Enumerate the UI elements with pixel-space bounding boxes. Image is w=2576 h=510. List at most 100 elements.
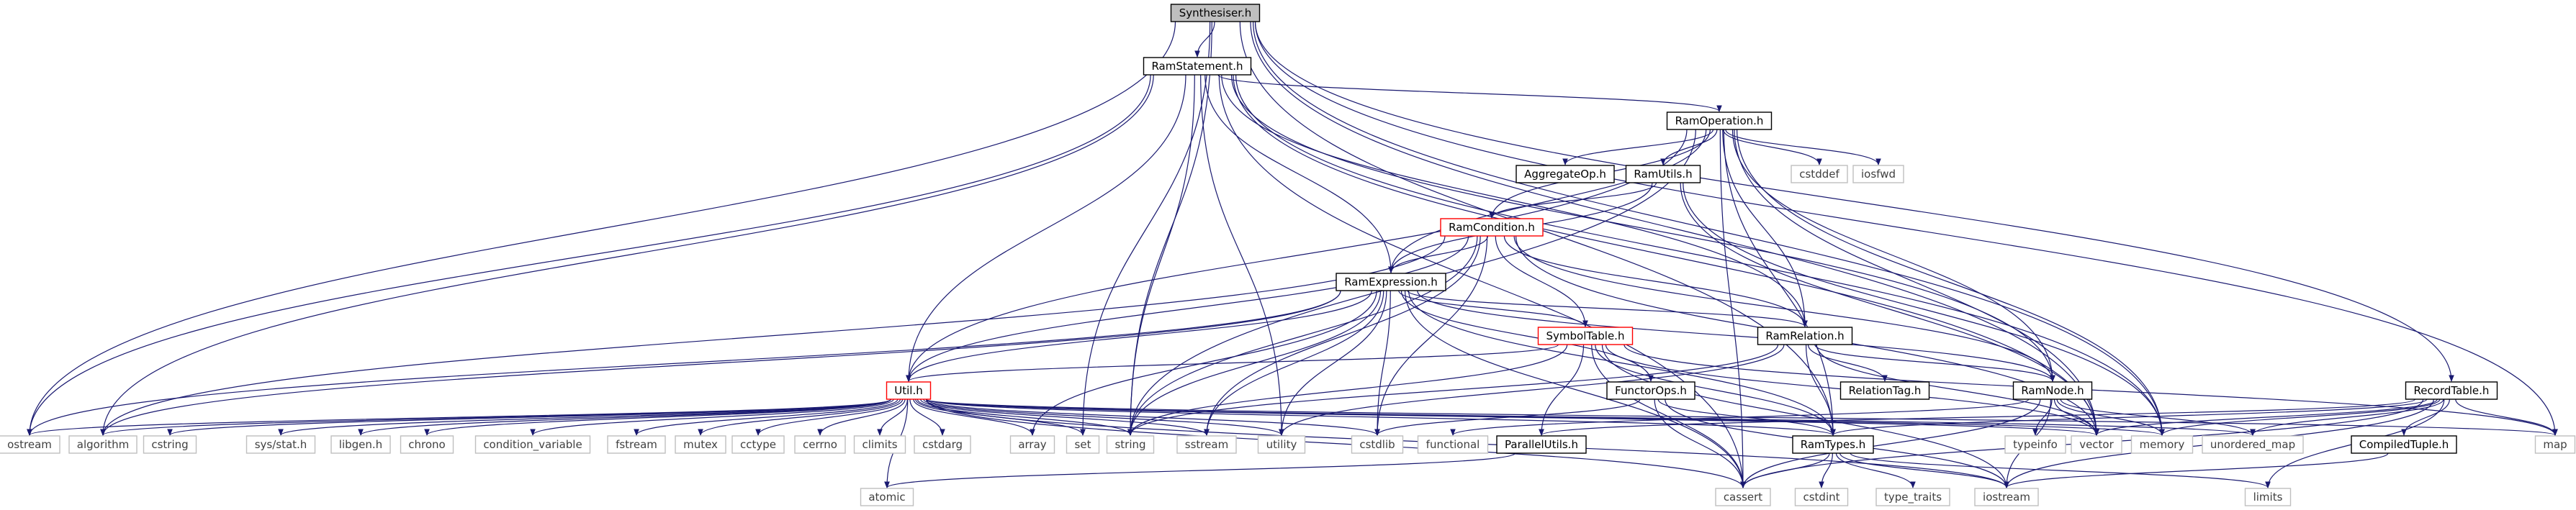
node-cctype: cctype: [731, 435, 785, 454]
node-sstream: sstream: [1176, 435, 1237, 454]
edge-util-to-climits: [877, 399, 908, 436]
edge-symboltable-to-iostream: [1601, 344, 2009, 488]
node-box: [1757, 327, 1853, 345]
node-synthesiser[interactable]: Synthesiser.h: [1170, 4, 1261, 22]
edge-util-to-cstring: [167, 399, 892, 436]
node-cstring: cstring: [143, 435, 197, 454]
node-array: array: [1009, 435, 1055, 454]
edge-ramexpression-to-ostream: [27, 290, 1341, 436]
node-label: RamStatement.h: [1151, 60, 1243, 73]
edge-synthesiser-to-map: [1254, 21, 2558, 436]
edge-ramcondition-to-algorithm: [100, 235, 1446, 436]
node-label: memory: [2140, 438, 2185, 451]
node-ramutils[interactable]: RamUtils.h: [1625, 165, 1701, 183]
node-box: [330, 435, 391, 454]
node-box: [1257, 435, 1306, 454]
node-recordtable[interactable]: RecordTable.h: [2405, 381, 2498, 400]
node-ramstatement[interactable]: RamStatement.h: [1143, 57, 1252, 76]
edge-ramstatement-to-cassert: [1218, 74, 1746, 488]
node-libgen: libgen.h: [330, 435, 391, 454]
node-ramcondition[interactable]: RamCondition.h: [1440, 218, 1544, 237]
node-label: RamExpression.h: [1344, 276, 1438, 288]
edge-ramstatement-to-ramexpression: [1204, 74, 1394, 273]
node-label: vector: [2079, 438, 2114, 451]
node-label: RamTypes.h: [1801, 438, 1865, 451]
node-box: [143, 435, 197, 454]
node-symboltable[interactable]: SymbolTable.h: [1537, 327, 1634, 345]
node-string: string: [1106, 435, 1155, 454]
edge-ramexpression-to-sstream: [1204, 290, 1384, 436]
node-label: atomic: [868, 491, 905, 504]
edge-util-to-cctype: [755, 399, 904, 436]
edge-util-to-string: [917, 399, 1133, 436]
node-ramtypes[interactable]: RamTypes.h: [1792, 435, 1874, 454]
node-label: string: [1114, 438, 1145, 451]
node-compiledtuple[interactable]: CompiledTuple.h: [2351, 435, 2457, 454]
edge-ramstatement-to-string: [1127, 74, 1195, 436]
node-condvar: condition_variable: [474, 435, 591, 454]
node-ramexpression[interactable]: RamExpression.h: [1336, 273, 1446, 291]
node-label: mutex: [683, 438, 718, 451]
node-box: [731, 435, 785, 454]
edge-ramoperation-to-ramtypes: [1723, 129, 1836, 436]
node-label: RamCondition.h: [1449, 221, 1535, 234]
edge-ramexpression-to-ramnode: [1417, 290, 2055, 382]
node-relationtag[interactable]: RelationTag.h: [1839, 381, 1930, 400]
edge-ramoperation-to-vector: [1734, 129, 2099, 436]
node-type_traits: type_traits: [1875, 488, 1950, 506]
node-label: map: [2543, 438, 2567, 451]
edge-ramnode-to-cassert: [1740, 399, 2041, 488]
node-label: RamUtils.h: [1634, 168, 1692, 181]
node-functorops[interactable]: FunctorOps.h: [1606, 381, 1695, 400]
node-label: iostream: [1983, 491, 2030, 504]
node-cstdint: cstdint: [1794, 488, 1849, 506]
node-label: fstream: [616, 438, 657, 451]
edge-ramexpression-to-ramrelation: [1407, 290, 1808, 327]
node-label: climits: [862, 438, 897, 451]
edge-ramtypes-to-cstdint: [1819, 452, 1833, 488]
node-box: [2202, 435, 2304, 454]
edge-ramstatement-to-ramoperation: [1217, 74, 1722, 112]
edge-ramoperation-to-ramnode: [1731, 129, 2055, 382]
node-ramrelation[interactable]: RamRelation.h: [1757, 327, 1853, 345]
edge-ramoperation-to-aggregateop: [1562, 129, 1714, 165]
node-box: [1792, 435, 1874, 454]
node-box: [1170, 4, 1261, 22]
node-label: array: [1018, 438, 1046, 451]
node-label: ostream: [7, 438, 52, 451]
edge-ramexpression-to-functorops: [1400, 290, 1654, 382]
node-cstddef: cstddef: [1791, 165, 1848, 183]
node-box: [675, 435, 726, 454]
edge-ramcondition-to-symboltable: [1495, 235, 1588, 327]
edge-synthesiser-to-vector: [1250, 21, 2099, 436]
edge-ramtypes-to-limits: [1850, 452, 2271, 488]
node-label: limits: [2253, 491, 2283, 504]
node-aggregateop[interactable]: AggregateOp.h: [1516, 165, 1615, 183]
node-label: cstdarg: [922, 438, 963, 451]
node-box: [1009, 435, 1055, 454]
edge-util-to-cstdarg: [909, 399, 945, 436]
node-typeinfo: typeinfo: [2004, 435, 2066, 454]
node-label: cerrno: [803, 438, 837, 451]
node-label: FunctorOps.h: [1615, 384, 1687, 397]
node-fstream: fstream: [607, 435, 666, 454]
nodes-layer: Synthesiser.hRamStatement.hRamOperation.…: [0, 4, 2576, 506]
node-box: [2534, 435, 2576, 454]
node-util[interactable]: Util.h: [886, 381, 932, 400]
node-paralleleutils[interactable]: ParallelUtils.h: [1496, 435, 1587, 454]
edge-ramrelation-to-relationtag: [1807, 344, 1888, 382]
edge-ramcondition-to-cstdlib: [1374, 235, 1488, 436]
edge-util-to-cassert: [925, 399, 1746, 488]
edge-ramnode-to-memory: [2056, 399, 2165, 436]
node-box: [886, 381, 932, 400]
node-box: [2405, 381, 2498, 400]
node-ramoperation[interactable]: RamOperation.h: [1666, 111, 1773, 130]
node-box: [68, 435, 138, 454]
node-label: SymbolTable.h: [1546, 329, 1625, 342]
node-label: CompiledTuple.h: [2359, 438, 2449, 451]
node-ramnode[interactable]: RamNode.h: [2012, 381, 2093, 400]
node-box: [246, 435, 316, 454]
edge-util-to-sysstat: [278, 399, 892, 436]
node-box: [474, 435, 591, 454]
node-box: [794, 435, 846, 454]
